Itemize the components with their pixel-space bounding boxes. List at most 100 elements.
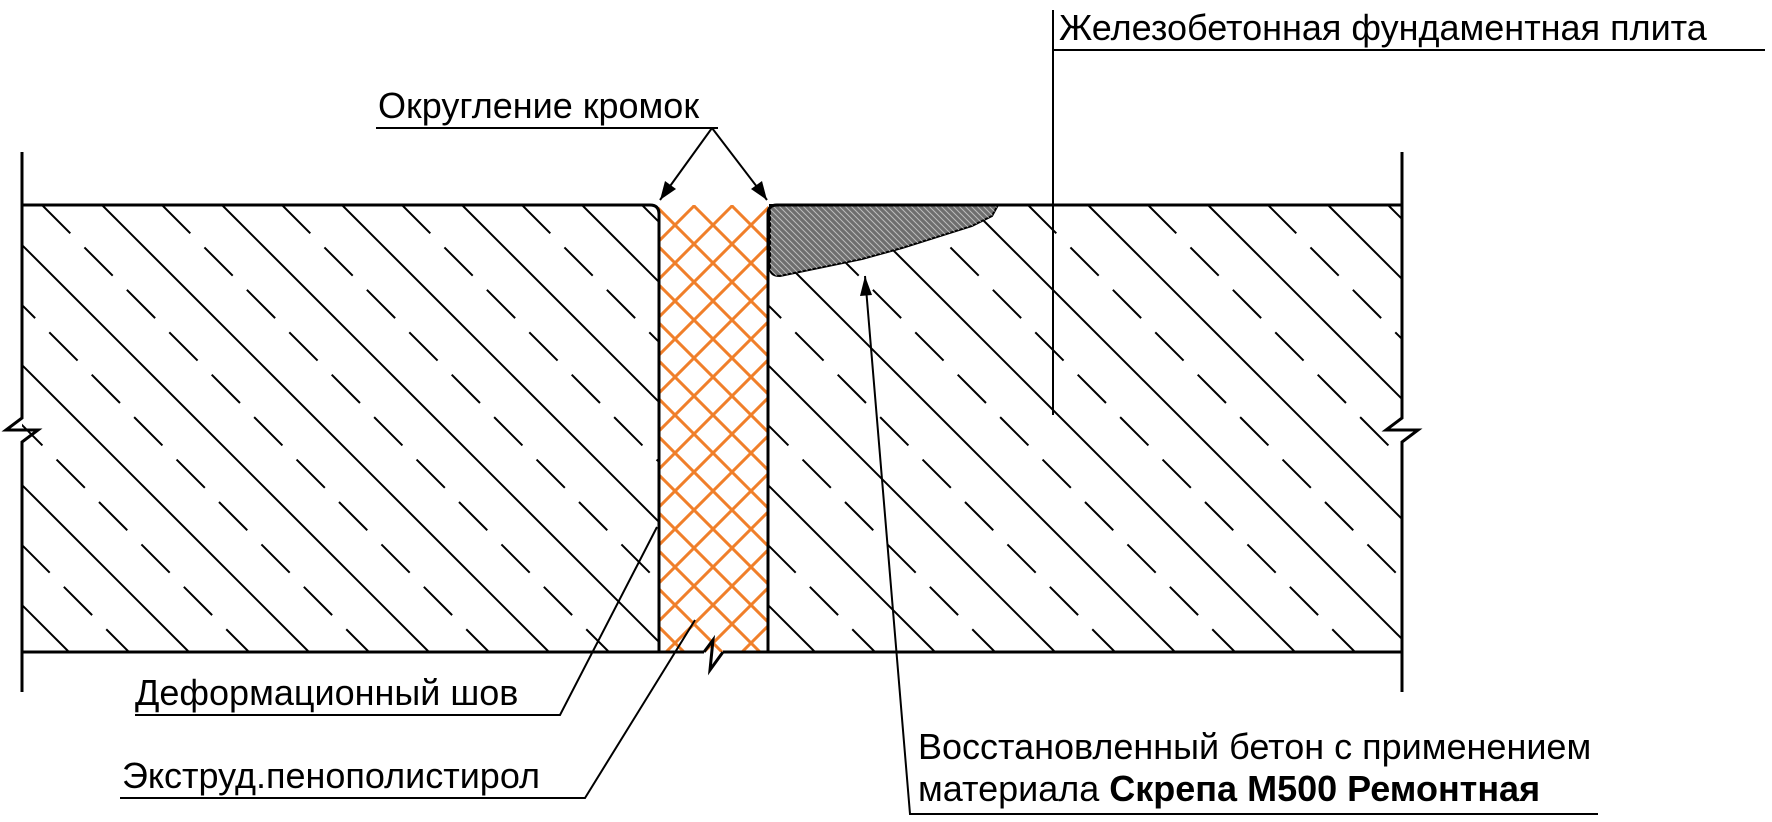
xps-mesh-line — [659, 472, 768, 587]
repair-hatch-line — [770, 205, 832, 276]
repair-hatch-line — [770, 205, 808, 276]
xps-mesh-line — [659, 319, 768, 434]
repair-hatch-line — [969, 205, 998, 276]
concrete-hatch-dashed — [1147, 205, 1402, 461]
repair-hatch-line — [770, 205, 814, 276]
concrete-hatch-dashed — [641, 205, 659, 224]
xps-label: Экструд.пенополистирол — [122, 755, 540, 796]
concrete-hatch-dashed — [768, 543, 876, 652]
concrete-hatch-solid — [461, 205, 659, 404]
xps-mesh-line — [659, 395, 768, 510]
concrete-hatch-dashed — [281, 205, 659, 584]
concrete-hatch-solid — [967, 205, 1402, 641]
concrete-hatch-dashed — [768, 423, 996, 652]
xps-mesh-line — [659, 471, 768, 586]
concrete-hatch-solid — [221, 205, 659, 644]
concrete-hatch-dashed — [41, 205, 490, 652]
joint-left-wall — [649, 203, 661, 652]
right-slab-hatching — [768, 205, 1402, 652]
leader-lines — [120, 10, 1765, 815]
repair-hatch-line — [1000, 205, 1071, 276]
xps-mesh-line — [659, 357, 768, 472]
xps-mesh-line — [780, 205, 1227, 652]
xps-mesh-line — [691, 205, 768, 283]
xps-mesh-line — [740, 623, 768, 652]
bottom-break-mark — [702, 634, 725, 676]
material-name: Скрепа М500 Ремонтная — [1109, 768, 1540, 809]
xps-mesh-line — [659, 205, 735, 282]
xps-mesh-line — [659, 509, 768, 624]
repair-hatch-line — [770, 205, 838, 276]
repair-hatch-line — [770, 205, 826, 276]
restored-concrete-label-line1: Восстановленный бетон с применением — [918, 726, 1591, 767]
repair-hatch-line — [963, 205, 998, 276]
repair-hatch-line — [770, 205, 796, 276]
concrete-hatch-solid — [768, 363, 1056, 652]
concrete-hatch-solid — [101, 205, 550, 652]
slab-outline — [1, 152, 1423, 692]
repair-hatch-line — [975, 205, 998, 276]
repair-hatch-line — [770, 205, 820, 276]
concrete-hatch-solid — [1207, 205, 1402, 401]
left-slab-hatching — [22, 205, 659, 652]
leader-arrowheads — [660, 181, 872, 296]
rounding-arrow-left — [660, 181, 676, 200]
xps-mesh-line — [659, 244, 768, 359]
xps-mesh-line — [659, 586, 724, 652]
concrete-hatch-solid — [341, 205, 659, 524]
repair-hatch-line — [1006, 205, 1077, 276]
concrete-hatch-dashed — [1027, 205, 1402, 581]
concrete-hatch-solid — [847, 205, 1296, 652]
expansion-joint-label: Деформационный шов — [135, 672, 518, 713]
rounding-arrow-right — [751, 181, 767, 200]
xps-mesh-line — [659, 358, 768, 473]
xps-mesh-line — [172, 205, 619, 652]
joint-right-wall — [766, 203, 778, 652]
concrete-hatch-dashed — [907, 205, 1356, 652]
concrete-hatch-dashed — [22, 303, 370, 652]
restored-concrete-patch — [769, 204, 1077, 278]
xps-mesh-line — [659, 205, 768, 320]
concrete-hatch-solid — [22, 363, 310, 652]
concrete-hatch-dashed — [161, 205, 610, 652]
xps-mesh-line — [659, 396, 768, 511]
repair-hatch-line — [770, 205, 802, 276]
repair-hatch-line — [770, 205, 784, 276]
xps-mesh-line — [659, 243, 768, 358]
concrete-hatch-solid — [581, 205, 659, 284]
concrete-hatch-dashed — [787, 205, 1236, 652]
concrete-hatch-solid — [768, 243, 1176, 652]
xps-mesh-line — [659, 624, 686, 652]
concrete-hatch-solid — [22, 483, 190, 652]
joint-leader — [135, 526, 658, 716]
right-break-line — [1381, 152, 1423, 692]
concrete-hatch-dashed — [1267, 205, 1402, 341]
repair-hatch-line — [987, 205, 998, 276]
concrete-hatch-solid — [768, 603, 816, 652]
concrete-hatch-solid — [1087, 205, 1402, 521]
repair-arrow — [860, 276, 872, 296]
edge-rounding-label: Округление кромок — [378, 85, 699, 126]
concrete-hatch-solid — [22, 243, 430, 652]
xps-leader — [120, 619, 696, 799]
xps-mesh-line — [659, 206, 768, 321]
xps-mesh-line — [664, 547, 768, 652]
left-break-line — [1, 152, 43, 692]
repair-hatch-line — [771, 205, 844, 276]
xps-mesh-line — [807, 205, 1254, 652]
concrete-hatch-dashed — [1387, 205, 1402, 221]
repair-leader — [864, 275, 1598, 815]
material-prefix: материала — [918, 768, 1109, 809]
xps-mesh-line — [659, 434, 768, 549]
xps-mesh-line — [767, 206, 768, 207]
concrete-hatch-dashed — [768, 303, 1116, 652]
xps-mesh-hatching — [172, 205, 1254, 652]
repair-hatch-line — [770, 205, 790, 276]
concrete-hatch-dashed — [521, 205, 659, 344]
restored-concrete-label-line2: материала Скрепа М500 Ремонтная — [918, 768, 1540, 809]
xps-mesh-line — [659, 320, 768, 435]
xps-mesh-line — [659, 510, 768, 625]
concrete-hatch-dashed — [401, 205, 659, 464]
slab-label: Железобетонная фундаментная плита — [1059, 7, 1708, 48]
